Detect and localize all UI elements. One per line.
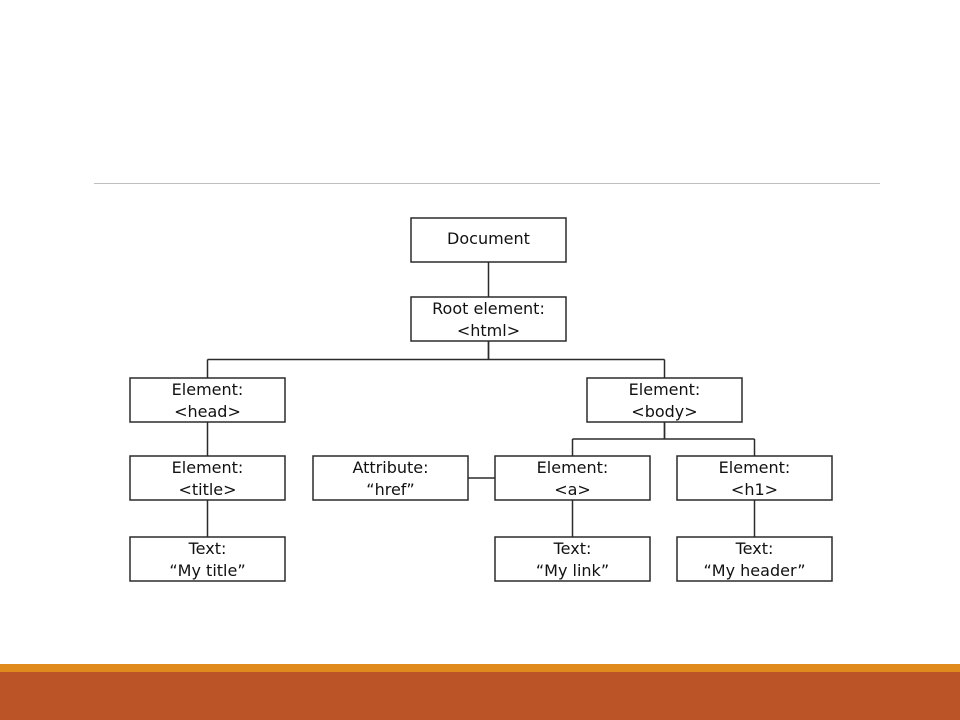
node-box: [312, 455, 469, 501]
node-label-line: Text:: [188, 539, 227, 558]
node-box: [129, 455, 286, 501]
node-label-line: <head>: [174, 402, 241, 421]
node-h1: Element: <h1>: [676, 455, 833, 501]
node-box: [676, 455, 833, 501]
node-box: [129, 377, 286, 423]
node-label-line: “My title”: [169, 561, 245, 580]
node-label-line: Text:: [735, 539, 774, 558]
node-body: Element: <body>: [586, 377, 743, 423]
tree-edges: [206, 262, 756, 537]
node-label-line: Element:: [537, 458, 609, 477]
node-box: [676, 536, 833, 582]
node-label-line: <title>: [178, 480, 236, 499]
node-document: Document: [410, 217, 567, 263]
node-label-line: Element:: [172, 380, 244, 399]
node-head: Element: <head>: [129, 377, 286, 423]
node-label-line: Element:: [629, 380, 701, 399]
node-label-line: Document: [447, 229, 530, 248]
node-label-line: <a>: [554, 480, 591, 499]
title-divider-line: [94, 183, 880, 184]
footer-bar: [0, 672, 960, 720]
node-text-link: Text: “My link”: [494, 536, 651, 582]
node-label-line: Element:: [719, 458, 791, 477]
node-box: [586, 377, 743, 423]
node-box: [494, 455, 651, 501]
node-label-line: <body>: [631, 402, 697, 421]
node-href: Attribute: “href”: [312, 455, 469, 501]
node-label-line: Element:: [172, 458, 244, 477]
node-label-line: “href”: [366, 480, 414, 499]
node-text-title: Text: “My title”: [129, 536, 286, 582]
node-label-line: “My header”: [704, 561, 806, 580]
node-root: Root element: <html>: [410, 296, 567, 342]
node-title: Element: <title>: [129, 455, 286, 501]
node-label-line: Root element:: [432, 299, 545, 318]
node-box: [494, 536, 651, 582]
node-box: [410, 296, 567, 342]
footer-accent-stripe: [0, 664, 960, 672]
node-box: [410, 217, 567, 263]
node-label-line: Attribute:: [352, 458, 428, 477]
node-label-line: <h1>: [731, 480, 778, 499]
node-text-header: Text: “My header”: [676, 536, 833, 582]
node-label-line: Text:: [553, 539, 592, 558]
node-box: [129, 536, 286, 582]
node-a: Element: <a>: [494, 455, 651, 501]
node-label-line: “My link”: [536, 561, 609, 580]
node-label-line: <html>: [457, 321, 520, 340]
